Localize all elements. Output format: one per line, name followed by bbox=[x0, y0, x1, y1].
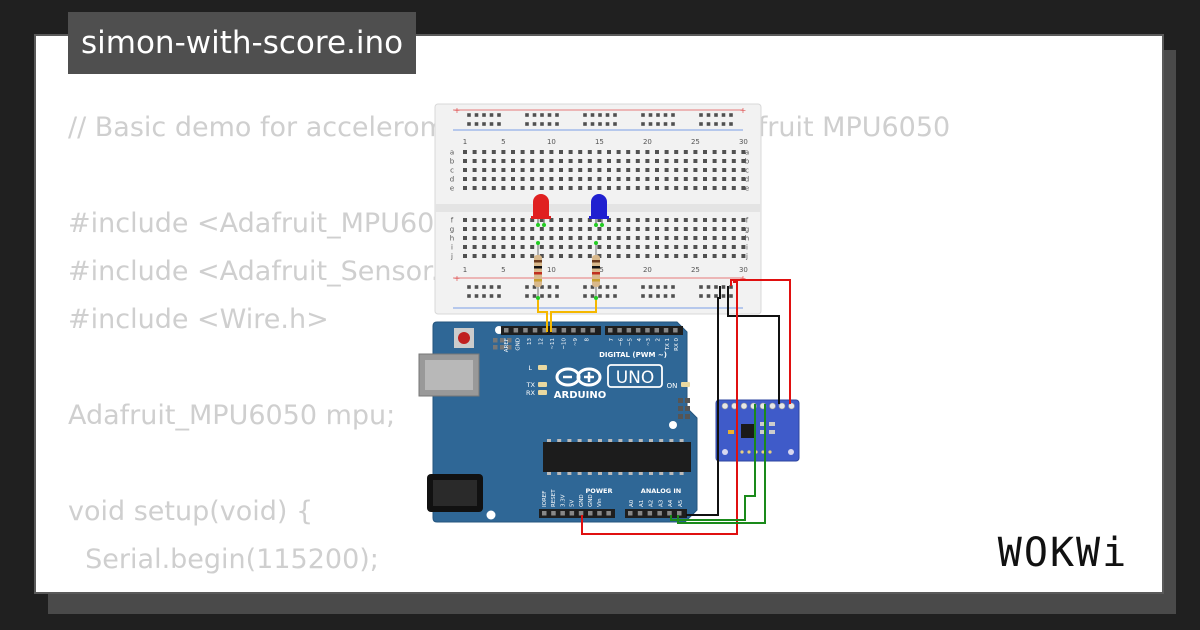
code-line: Adafruit_MPU6050 mpu; bbox=[68, 400, 396, 431]
power-header-label: POWER bbox=[586, 487, 613, 495]
power-pin-label: RESET bbox=[551, 489, 557, 507]
rail-plus-sign: + bbox=[740, 274, 747, 283]
file-name-label: simon-with-score.ino bbox=[68, 12, 417, 74]
wire-i2c-scl bbox=[677, 404, 766, 524]
blue-led[interactable] bbox=[589, 194, 609, 224]
tx-led-label: TX bbox=[526, 381, 536, 389]
breadboard-row-letter: j bbox=[450, 253, 453, 261]
breadboard-row-letter: g bbox=[745, 226, 749, 234]
breadboard-column-number: 15 bbox=[595, 138, 604, 146]
breadboard-column-number: 10 bbox=[547, 138, 556, 146]
wire-ground-2 bbox=[727, 286, 780, 404]
digital-header-label: DIGITAL (PWM ~) bbox=[599, 351, 667, 359]
breadboard-column-number: 5 bbox=[501, 138, 505, 146]
resistor-1[interactable] bbox=[534, 243, 542, 298]
breadboard-column-number: 20 bbox=[643, 266, 652, 274]
board-brand-label: ARDUINO bbox=[554, 390, 606, 401]
arduino-uno-board[interactable]: UNO ARDUINO DIGITAL (PWM ~) ANALOG IN PO… bbox=[418, 321, 698, 523]
top-pin-label: 13 bbox=[527, 338, 533, 345]
top-pin-label: ~5 bbox=[628, 338, 634, 347]
wokwi-logo-text: WOKWi bbox=[998, 530, 1128, 576]
top-pin-label: 2 bbox=[656, 338, 662, 342]
wire-led-blue-signal bbox=[550, 300, 597, 332]
l-led-label: L bbox=[528, 364, 532, 372]
power-pin-label: GND bbox=[579, 494, 585, 507]
mpu6050-sensor-module[interactable] bbox=[715, 399, 800, 462]
analog-pin-label: A5 bbox=[678, 499, 684, 507]
wire-i2c-sda bbox=[670, 404, 756, 521]
breadboard-row-letter: h bbox=[745, 235, 749, 243]
top-pin-label: ~9 bbox=[573, 338, 579, 347]
breadboard-row-letter: b bbox=[745, 158, 750, 166]
breadboard-row-letter: b bbox=[450, 158, 455, 166]
breadboard-row-letter: a bbox=[450, 149, 454, 157]
breadboard-row-letter: c bbox=[450, 167, 454, 175]
breadboard-column-number: 1 bbox=[463, 266, 467, 274]
power-pin-label: 3.3V bbox=[560, 494, 566, 507]
power-pin-label: IOREF bbox=[542, 491, 548, 507]
rx-led-label: RX bbox=[526, 389, 536, 397]
wires bbox=[537, 279, 791, 535]
breadboard-row-letter: h bbox=[450, 235, 454, 243]
top-pin-label: ~6 bbox=[618, 338, 624, 347]
rail-plus-sign: + bbox=[454, 106, 461, 115]
code-line: #include <Adafruit_Sensor.h> bbox=[68, 256, 480, 287]
analog-header-label: ANALOG IN bbox=[641, 487, 681, 495]
breadboard-row-letter: c bbox=[745, 167, 749, 175]
analog-pin-label: A0 bbox=[629, 499, 635, 507]
top-pin-label: 12 bbox=[539, 338, 545, 345]
breadboard-row-letter: j bbox=[745, 253, 748, 261]
on-led-label: ON bbox=[667, 382, 678, 390]
top-pin-label: AREF bbox=[504, 338, 510, 352]
breadboard-column-number: 10 bbox=[547, 266, 556, 274]
top-pin-label: 7 bbox=[609, 338, 615, 342]
code-line: Serial.begin(115200); bbox=[68, 544, 379, 575]
rail-plus-sign: + bbox=[454, 274, 461, 283]
breadboard-row-letter: f bbox=[746, 217, 749, 225]
code-line: void setup(void) { bbox=[68, 496, 314, 527]
analog-pin-label: A4 bbox=[668, 499, 674, 507]
power-pin-label: 5V bbox=[570, 500, 576, 507]
breadboard-row-letter: d bbox=[450, 176, 454, 184]
red-led[interactable] bbox=[531, 194, 551, 224]
breadboard-row-letter: d bbox=[745, 176, 749, 184]
wire-power-2 bbox=[730, 279, 791, 404]
breadboard-row-letter: e bbox=[745, 185, 749, 193]
analog-pin-label: A2 bbox=[649, 500, 655, 507]
breadboard-row-letter: i bbox=[451, 244, 453, 252]
breadboard-column-number: 20 bbox=[643, 138, 652, 146]
analog-pin-label: A3 bbox=[658, 499, 664, 507]
top-pin-label: 4 bbox=[637, 338, 643, 342]
top-pin-label: RX 0 bbox=[674, 338, 680, 351]
breadboard-row-letter: f bbox=[451, 217, 454, 225]
board-model-label: UNO bbox=[616, 368, 655, 388]
power-pin-label: GND bbox=[588, 494, 594, 507]
breadboard-row-letter: g bbox=[450, 226, 454, 234]
breadboard-column-number: 1 bbox=[463, 138, 467, 146]
top-pin-label: ~10 bbox=[562, 338, 568, 350]
breadboard-row-letter: e bbox=[450, 185, 454, 193]
top-pin-label: GND bbox=[516, 338, 522, 351]
wire-led-red-signal bbox=[537, 300, 548, 332]
circuit-diagram: 115510101515202025253030aabbccddeeffgghh… bbox=[418, 103, 800, 535]
top-pin-label: 8 bbox=[585, 338, 591, 342]
resistor-2[interactable] bbox=[592, 243, 600, 298]
rail-plus-sign: + bbox=[740, 106, 747, 115]
breadboard-column-number: 30 bbox=[739, 138, 748, 146]
breadboard-column-number: 30 bbox=[739, 266, 748, 274]
breadboard-column-number: 25 bbox=[691, 266, 700, 274]
top-pin-label: ~3 bbox=[646, 338, 652, 347]
breadboard-column-number: 5 bbox=[501, 266, 505, 274]
wire-power-1 bbox=[581, 281, 738, 535]
top-pin-label: TX 1 bbox=[665, 338, 671, 351]
top-pin-label: ~11 bbox=[550, 338, 556, 350]
power-pin-label: Vin bbox=[597, 498, 603, 507]
wokwi-logo: WOKWi bbox=[998, 530, 1128, 576]
analog-pin-label: A1 bbox=[639, 500, 645, 507]
breadboard-column-number: 25 bbox=[691, 138, 700, 146]
breadboard-row-letter: a bbox=[745, 149, 749, 157]
breadboard-row-letter: i bbox=[746, 244, 748, 252]
wire-ground-1 bbox=[686, 286, 721, 516]
code-line: #include <Wire.h> bbox=[68, 304, 329, 335]
